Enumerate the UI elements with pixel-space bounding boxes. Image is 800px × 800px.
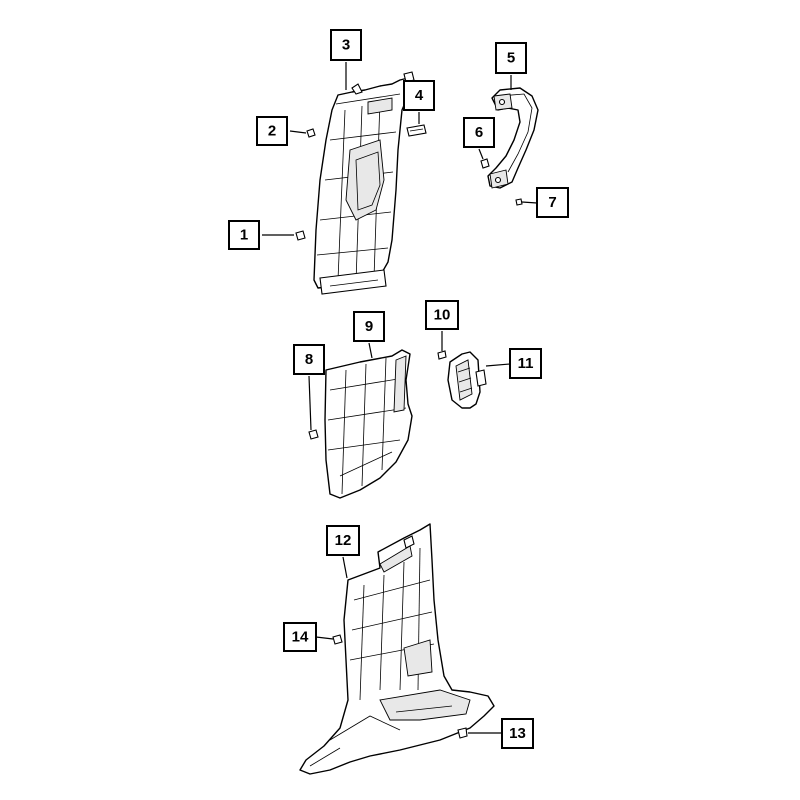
callout-12: 12	[326, 525, 360, 556]
callout-label-6: 6	[475, 124, 483, 141]
screw-7	[515, 198, 523, 206]
callout-label-3: 3	[342, 37, 350, 54]
callout-label-10: 10	[434, 307, 451, 324]
callout-14: 14	[283, 622, 317, 652]
clip-10	[437, 350, 447, 360]
callout-label-7: 7	[548, 194, 556, 211]
callout-label-14: 14	[292, 629, 309, 646]
bracket-11	[447, 351, 487, 409]
leader-6	[478, 148, 484, 160]
cover-4	[406, 124, 427, 137]
leader-lines	[262, 62, 538, 734]
callout-6: 6	[463, 117, 495, 148]
callout-label-2: 2	[268, 123, 276, 140]
callout-label-13: 13	[509, 725, 526, 742]
c-pillar-lower-trim-9	[324, 349, 413, 499]
callout-4: 4	[403, 80, 435, 111]
leader-8	[308, 375, 312, 431]
callout-13: 13	[501, 718, 534, 749]
leader-12	[342, 556, 348, 579]
leader-11	[485, 363, 511, 367]
clip-13	[457, 727, 468, 739]
callout-10: 10	[425, 300, 459, 330]
callout-9: 9	[353, 311, 385, 342]
callout-5: 5	[495, 42, 527, 74]
leader-9	[368, 342, 373, 359]
callout-11: 11	[509, 348, 542, 379]
callout-7: 7	[536, 187, 569, 218]
screw-6	[480, 158, 490, 169]
clip-2	[306, 128, 316, 138]
leader-7	[521, 201, 538, 204]
clip-8	[308, 429, 319, 440]
c-pillar-trim-12	[299, 523, 495, 775]
callout-label-1: 1	[240, 227, 248, 244]
grab-handle-5	[487, 87, 539, 189]
callout-label-11: 11	[518, 355, 534, 372]
leader-14	[315, 636, 334, 640]
callout-2: 2	[256, 116, 288, 146]
b-pillar-upper-trim	[313, 71, 415, 295]
callout-label-4: 4	[415, 87, 424, 104]
callout-8: 8	[293, 344, 325, 375]
leader-2	[289, 130, 307, 134]
callout-label-12: 12	[335, 532, 352, 549]
callout-3: 3	[330, 29, 362, 61]
callout-label-5: 5	[507, 50, 515, 67]
callout-1: 1	[228, 220, 260, 250]
clip-14	[332, 634, 343, 645]
clip-1	[295, 230, 306, 241]
callout-label-9: 9	[365, 318, 373, 335]
callout-label-8: 8	[305, 351, 313, 368]
